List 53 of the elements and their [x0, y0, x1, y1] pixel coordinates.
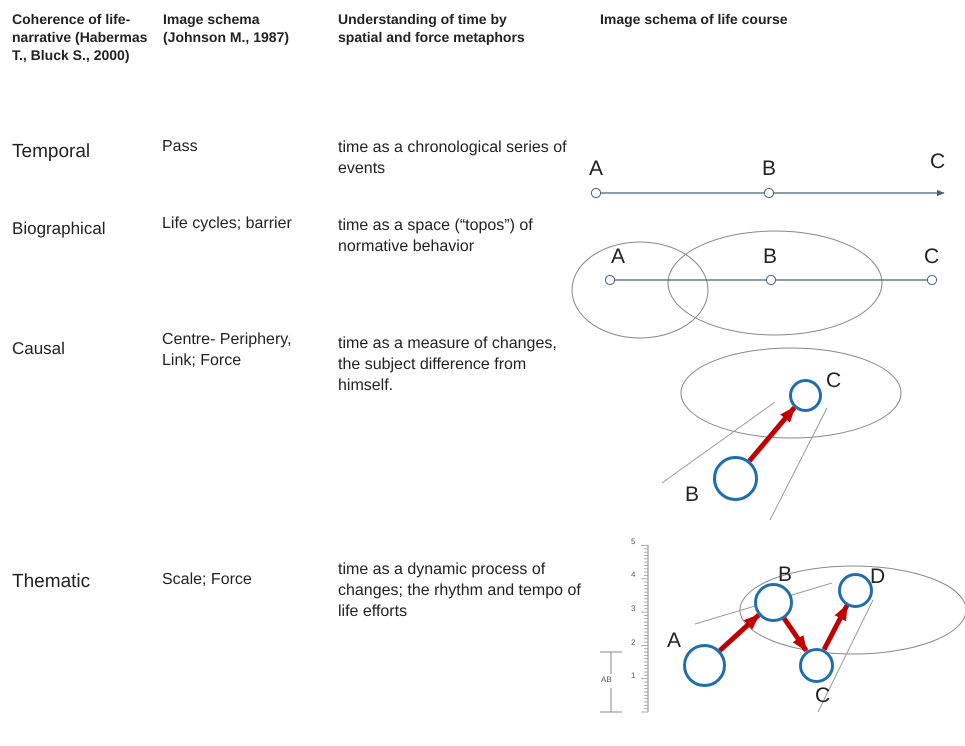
table-cell-text: Biographical — [12, 218, 107, 240]
point-letter: C — [815, 685, 830, 706]
column-header: Image schema of life course — [600, 10, 789, 28]
point-letter: A — [611, 246, 626, 267]
table-cell-text: Centre- Periphery, Link; Force — [162, 330, 293, 371]
table-cell-text: Thematic — [12, 570, 92, 594]
table-cell-text: Temporal — [12, 140, 92, 164]
table-cell-text: time as a chronological series of events — [338, 138, 568, 179]
column-header: Understanding of time by spatial and force metaphors — [338, 10, 526, 46]
scale-tick-label: 1 — [631, 672, 636, 680]
point-circle — [838, 572, 872, 608]
point-letter: B — [763, 246, 778, 267]
point-letter: A — [667, 630, 682, 651]
point-circle — [591, 188, 601, 198]
point-circle — [682, 644, 726, 686]
point-circle — [927, 275, 937, 285]
table-cell-text: time as a space (“topos”) of normative behavior — [338, 216, 534, 257]
point-letter: B — [762, 158, 776, 179]
point-letter: C — [930, 149, 946, 175]
connector-line — [614, 279, 766, 281]
scale-tick-label: 2 — [631, 639, 636, 647]
point-circle — [712, 456, 758, 500]
dimension-label: AB — [601, 676, 613, 684]
arrow — [822, 604, 850, 651]
connector-line — [776, 279, 928, 281]
table-cell-text: Pass — [162, 137, 199, 157]
arrow — [718, 613, 760, 652]
point-circle — [798, 648, 834, 682]
arrow — [748, 406, 796, 462]
arrow — [774, 190, 945, 196]
scale-tick-label: 4 — [631, 571, 636, 579]
connector-line — [600, 192, 764, 194]
point-circle — [605, 275, 615, 285]
scale-tick-label: 3 — [631, 605, 636, 613]
point-letter: C — [924, 246, 940, 267]
scale-tick-label: 5 — [631, 538, 636, 546]
table-cell-text: time as a dynamic process of changes; the rhythm and tempo of life efforts — [338, 560, 582, 622]
table-cell-text: time as a measure of changes, the subject difference from himself. — [338, 334, 558, 396]
column-header: Image schema (Johnson M., 1987) — [163, 10, 290, 46]
table-cell-text: Life cycles; barrier — [162, 214, 292, 234]
point-circle — [788, 378, 822, 412]
point-circle — [754, 582, 792, 622]
point-letter: D — [870, 566, 886, 587]
table-cell-text: Scale; Force — [162, 570, 253, 590]
point-letter: C — [826, 370, 842, 391]
point-letter: A — [589, 158, 604, 179]
arrow — [782, 616, 808, 652]
point-circle — [766, 275, 776, 285]
point-circle — [764, 188, 774, 198]
point-letter: B — [685, 484, 700, 505]
column-header: Coherence of life-narrative (Habermas T., Bluck S., 2000) — [12, 10, 148, 65]
point-letter: B — [778, 564, 792, 585]
table-cell-text: Causal — [12, 338, 66, 360]
